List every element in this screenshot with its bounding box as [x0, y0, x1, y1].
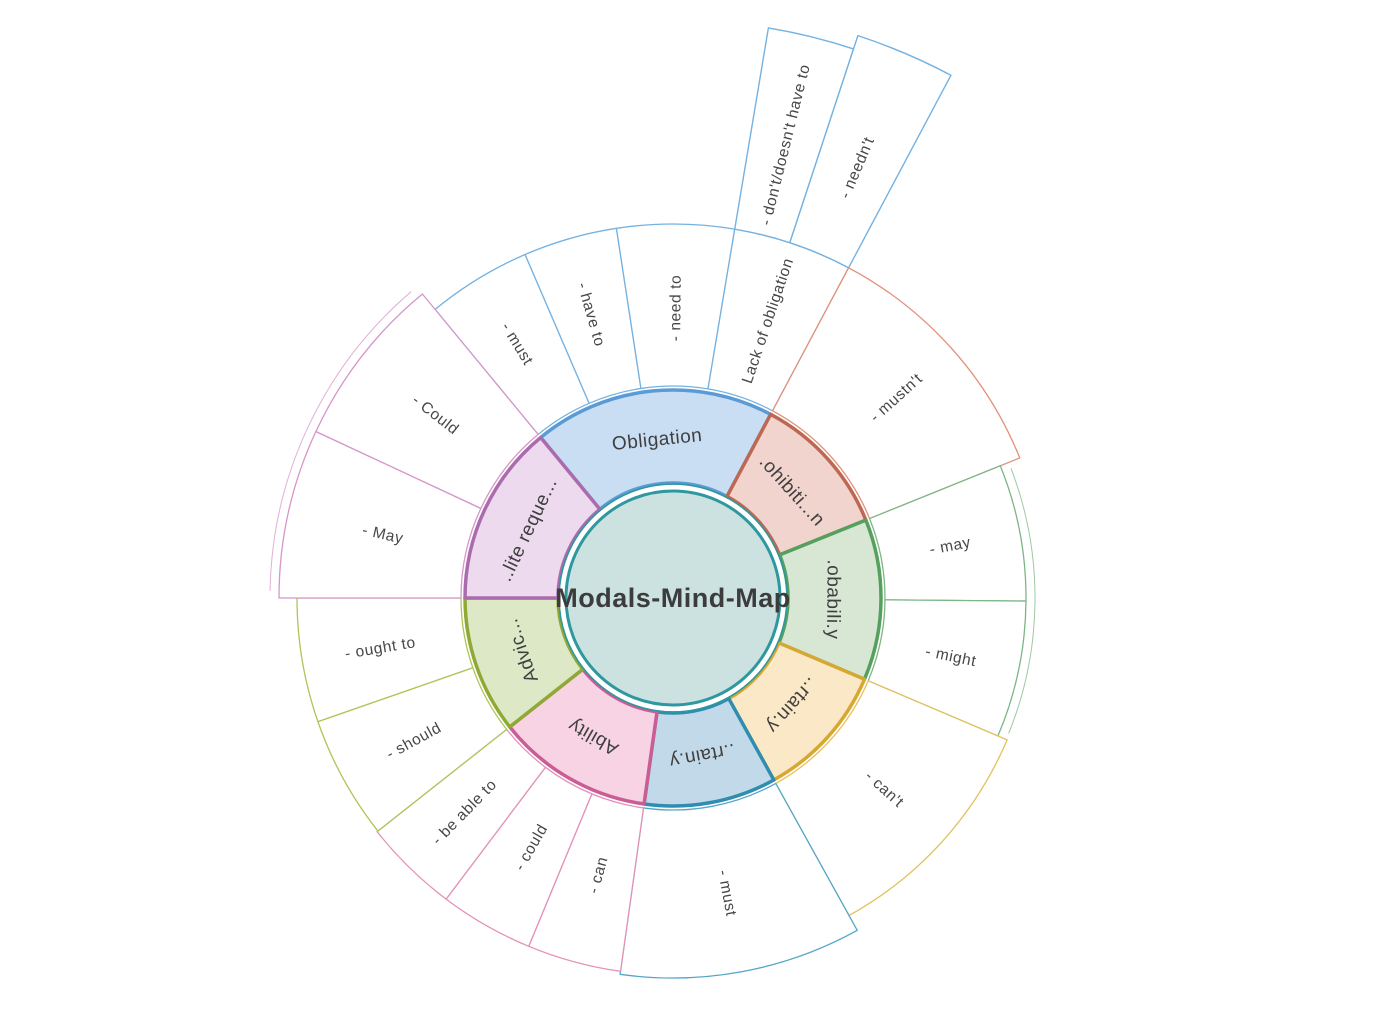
branch-ability: Ability- can- could- be able to — [376, 667, 659, 972]
center-circle — [564, 489, 782, 707]
center-outer-ring — [558, 483, 788, 713]
segment-could-polite[interactable] — [315, 293, 539, 510]
branch-polite-requests: ..lite reque...- May- Could — [269, 291, 602, 600]
segment-obligation[interactable] — [538, 388, 773, 512]
center-title: Modals-Mind-Map — [555, 583, 790, 613]
segment-mustnt[interactable] — [771, 267, 1021, 520]
echo-arc-probability — [1008, 468, 1036, 734]
center-topic[interactable]: Modals-Mind-Map — [555, 483, 790, 713]
branch-certainty-yellow: ..rtain.y- can't — [727, 641, 1008, 917]
echo-arc-polite-requests — [269, 291, 412, 591]
branch-prohibition: .ohibiti...n- mustn't — [725, 267, 1021, 557]
segment-neednt[interactable] — [789, 34, 952, 269]
branch-certainty-blue: ..rtain.y- must — [619, 696, 858, 979]
label-probability: .obabili.y — [822, 559, 844, 639]
label-need-to: - need to — [667, 275, 684, 342]
segment-polite-requests[interactable] — [463, 435, 602, 600]
branch-probability: .obabili.y- may- might — [777, 465, 1036, 737]
segment-must-2[interactable] — [619, 782, 858, 979]
branch-advice: Advic...- should- ought to — [296, 596, 585, 832]
